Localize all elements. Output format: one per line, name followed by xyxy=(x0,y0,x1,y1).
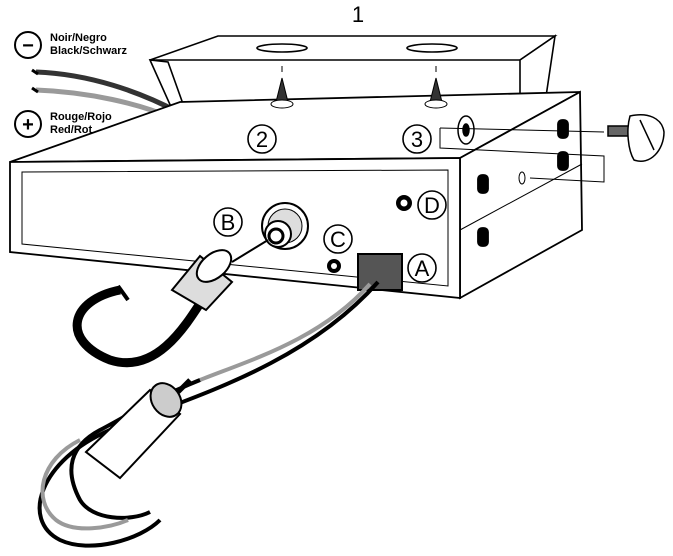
antenna-cable xyxy=(72,239,269,368)
legend-negative: − Noir/Negro Black/Schwarz xyxy=(14,31,128,59)
legend-positive: + Rouge/Rojo Red/Rot xyxy=(14,110,112,138)
callout-2: 2 xyxy=(247,124,277,154)
negative-label-1: Noir/Negro xyxy=(50,32,107,44)
callout-d-text: D xyxy=(424,193,440,218)
minus-icon xyxy=(14,31,42,59)
black-wire xyxy=(35,69,180,115)
callout-c: C xyxy=(323,224,353,254)
callout-c-text: C xyxy=(330,227,346,252)
negative-label-2: Black/Schwarz xyxy=(50,45,128,57)
callout-3-text: 3 xyxy=(411,127,423,152)
positive-symbol: + xyxy=(22,114,34,136)
fuse-holder-icon xyxy=(84,378,192,480)
callout-b: B xyxy=(213,207,243,237)
positive-label-1: Rouge/Rojo xyxy=(50,111,112,123)
thumb-screw-icon xyxy=(439,114,665,183)
positive-label-2: Red/Rot xyxy=(50,124,93,136)
negative-symbol: − xyxy=(22,35,34,57)
mounting-bracket xyxy=(148,34,558,143)
plus-icon xyxy=(14,110,42,138)
callout-a: A xyxy=(407,253,437,283)
callout-3: 3 xyxy=(402,124,432,154)
figure-number: 1 xyxy=(352,2,364,27)
callout-d: D xyxy=(417,190,447,220)
callout-b-text: B xyxy=(221,210,236,235)
mounting-screw-icon xyxy=(270,66,448,109)
power-connector-icon xyxy=(357,253,403,291)
callout-a-text: A xyxy=(415,256,430,281)
callout-2-text: 2 xyxy=(256,127,268,152)
power-cable xyxy=(37,280,380,548)
coax-connector-icon xyxy=(261,202,309,250)
